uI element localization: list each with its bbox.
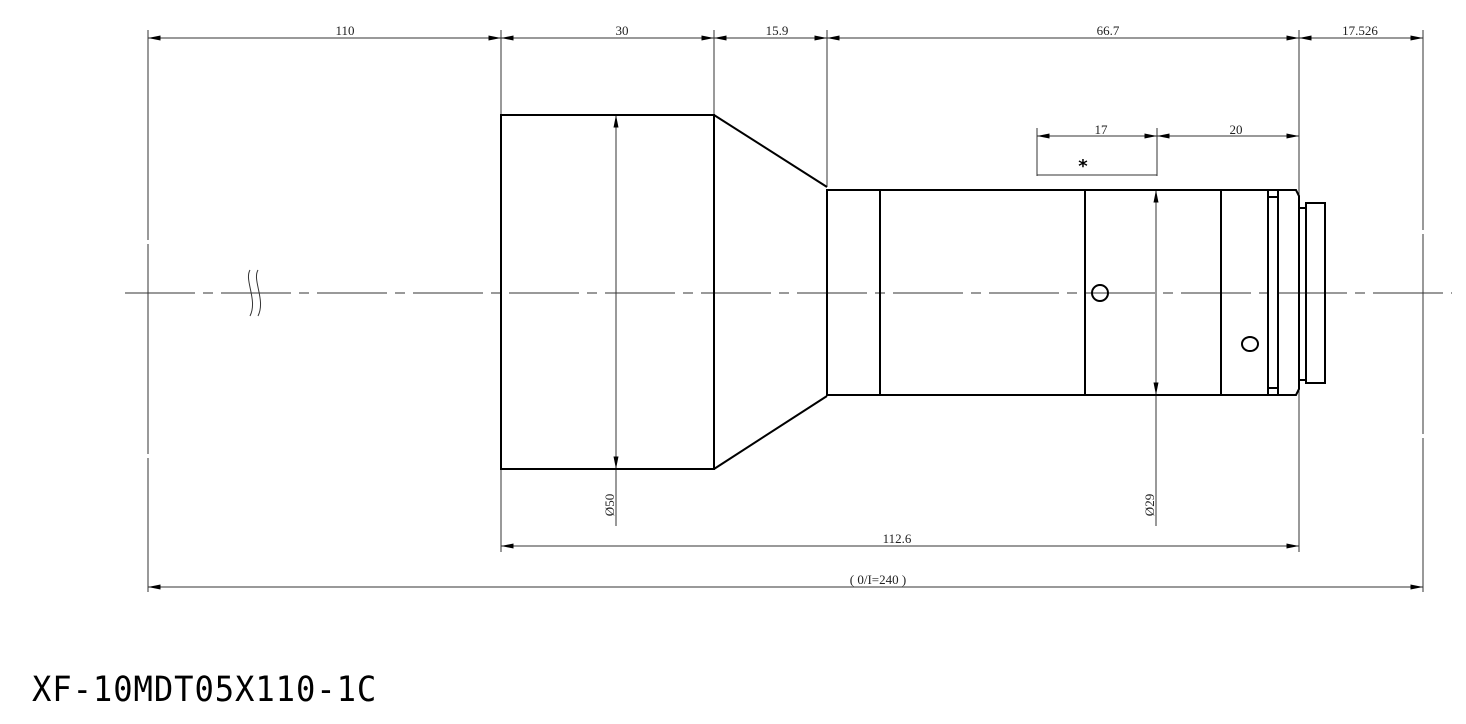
- dim-17: 17: [1095, 122, 1109, 137]
- dim-66-7: 66.7: [1097, 23, 1120, 38]
- dim-30: 30: [616, 23, 629, 38]
- dim-112-6: 112.6: [883, 531, 912, 546]
- break-symbol-icon: [248, 269, 262, 317]
- dim-17-526: 17.526: [1342, 23, 1378, 38]
- extension-lines: [147, 30, 1424, 592]
- dim-diameter-50: Ø50: [602, 494, 617, 516]
- model-title: XF-10MDT05X110-1C: [32, 670, 378, 710]
- dim-20: 20: [1230, 122, 1243, 137]
- lens-outline: [500, 114, 1326, 470]
- screw-hole-icon: [1091, 284, 1109, 302]
- dim-15-9: 15.9: [766, 23, 789, 38]
- dim-overall-240: ( 0/I=240 ): [850, 572, 906, 587]
- dim-diameter-29: Ø29: [1142, 494, 1157, 516]
- dimension-lines: [148, 35, 1423, 590]
- dim-110: 110: [335, 23, 354, 38]
- asterisk-mark: *: [1078, 156, 1088, 177]
- lock-screw-icon: [1241, 336, 1259, 352]
